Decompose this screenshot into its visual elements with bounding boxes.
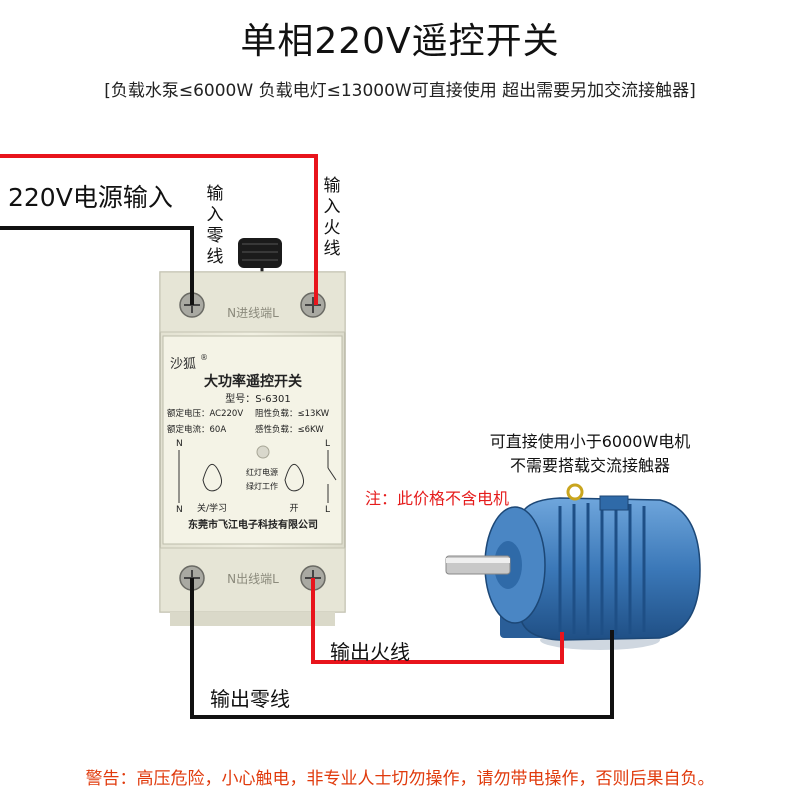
input-neutral-label: 输入零线 [206, 184, 224, 267]
motor-note-line2: 不需要搭载交流接触器 [509, 456, 670, 475]
model-number: 型号：S-6301 [225, 392, 290, 405]
right-terminal-l-top: L [325, 439, 330, 449]
indicator-led [256, 445, 270, 459]
motor-note-line1: 可直接使用小于6000W电机 [489, 432, 691, 451]
price-note: 注：此价格不含电机 [365, 489, 510, 508]
on-label: 开 [289, 503, 298, 514]
input-neutral-wire [0, 226, 194, 305]
manufacturer-name: 东莞市飞江电子科技有限公司 [188, 518, 318, 531]
rated-voltage: 额定电压：AC220V [167, 408, 243, 419]
on-button-outline [284, 463, 304, 492]
wires [0, 154, 614, 719]
left-terminal-n-top: N [176, 439, 183, 449]
inductive-load: 感性负载：≤6KW [255, 424, 324, 435]
off-learn-label: 关/学习 [197, 502, 227, 514]
input-live-wire [0, 154, 318, 305]
remote-switch-device: N进线端L N出线端L 沙狐 ® 大功率遥控开关 型号：S-6301 额定电压：… [159, 271, 346, 626]
led-note-working: 绿灯工作 [246, 481, 278, 491]
load-spec-subtitle: [负载水泵≤6000W 负载电灯≤13000W可直接使用 超出需要另加交流接触器… [104, 81, 696, 101]
product-name: 大功率遥控开关 [204, 373, 302, 390]
page-title: 单相220V遥控开关 [240, 21, 560, 62]
electric-motor [445, 483, 701, 650]
top-terminal-label: N进线端L [227, 306, 279, 320]
brand-name: 沙狐 [170, 357, 196, 372]
top-right-terminal-screw [300, 292, 326, 318]
output-neutral-label: 输出零线 [210, 687, 290, 711]
warning-text: 警告：高压危险，小心触电，非专业人士切勿操作，请勿带电操作，否则后果自负。 [85, 769, 715, 789]
output-live-wire [311, 578, 564, 664]
input-live-label: 输入火线 [323, 176, 341, 259]
off-learn-button-outline [202, 463, 222, 492]
resistive-load: 阻性负载：≤13KW [255, 408, 330, 419]
led-note-power: 红灯电源 [246, 467, 278, 477]
power-input-label: 220V电源输入 [8, 183, 173, 212]
brand-mark: ® [200, 353, 208, 362]
output-neutral-wire [190, 578, 614, 719]
rated-current: 额定电流：60A [167, 424, 226, 435]
bottom-terminal-label: N出线端L [227, 572, 279, 586]
left-terminal-n-bottom: N [176, 505, 183, 515]
output-live-label: 输出火线 [330, 640, 410, 664]
right-terminal-l-bottom: L [325, 505, 330, 515]
